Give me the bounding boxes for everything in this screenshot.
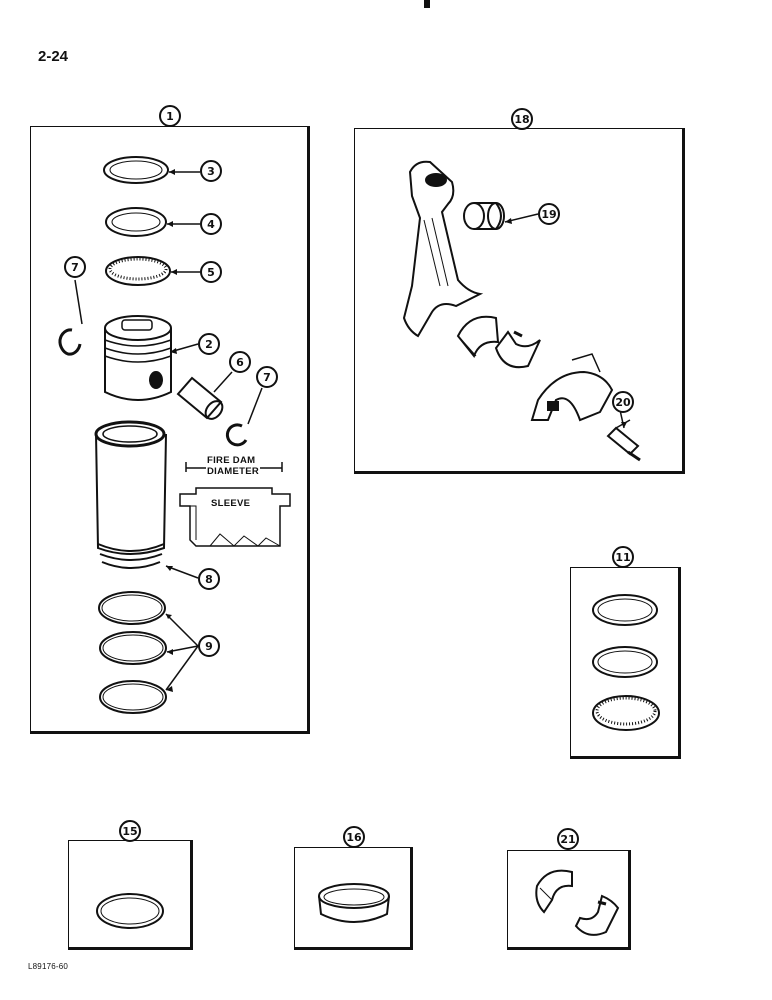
bearing-shell-icon (574, 894, 620, 936)
footer-code: L89176-60 (28, 962, 69, 971)
callout-8: 8 (198, 568, 220, 590)
piston-ring-icon (105, 256, 171, 286)
callout-16: 16 (343, 826, 365, 848)
seal-ring-icon (96, 893, 164, 929)
cylinder-sleeve-icon (94, 420, 167, 569)
callout-5: 5 (200, 261, 222, 283)
callout-2: 2 (198, 333, 220, 355)
sleeve-label: SLEEVE (210, 498, 252, 509)
callout-7-left: 7 (64, 256, 86, 278)
piston-ring-icon (103, 156, 169, 184)
callout-20: 20 (612, 391, 634, 413)
snap-ring-icon (225, 423, 248, 447)
callout-3: 3 (200, 160, 222, 182)
bushing-icon (463, 202, 505, 230)
seal-ring-icon (98, 591, 166, 625)
callout-9: 9 (198, 635, 220, 657)
piston-icon (104, 315, 172, 401)
callout-19: 19 (538, 203, 560, 225)
connecting-rod-icon (402, 160, 484, 338)
seal-ring-icon (99, 631, 167, 665)
callout-1: 1 (159, 105, 181, 127)
shim-band-icon (318, 883, 390, 923)
bearing-shell-icon (456, 315, 500, 358)
piston-ring-icon (592, 646, 658, 678)
piston-ring-icon (592, 594, 658, 626)
rod-cap-icon (530, 353, 614, 422)
fire-dam-label: FIRE DAM (206, 455, 257, 466)
piston-ring-icon (105, 207, 167, 237)
callout-18: 18 (511, 108, 533, 130)
bearing-shell-icon (535, 869, 573, 914)
callout-11: 11 (612, 546, 634, 568)
page-number: 2-24 (38, 48, 69, 65)
panel-shim-band (294, 847, 413, 950)
page-top-mark (424, 0, 430, 8)
piston-pin-icon (176, 376, 224, 420)
callout-7-right: 7 (256, 366, 278, 388)
snap-ring-icon (58, 328, 82, 356)
bearing-shell-icon (494, 330, 541, 369)
piston-ring-icon (592, 695, 660, 731)
callout-6: 6 (229, 351, 251, 373)
leader-lines-kit (74, 171, 263, 691)
callout-4: 4 (200, 213, 222, 235)
callout-21: 21 (557, 828, 579, 850)
callout-15: 15 (119, 820, 141, 842)
fire-dam-diameter-label: DIAMETER (206, 466, 261, 477)
seal-ring-icon (99, 680, 167, 714)
